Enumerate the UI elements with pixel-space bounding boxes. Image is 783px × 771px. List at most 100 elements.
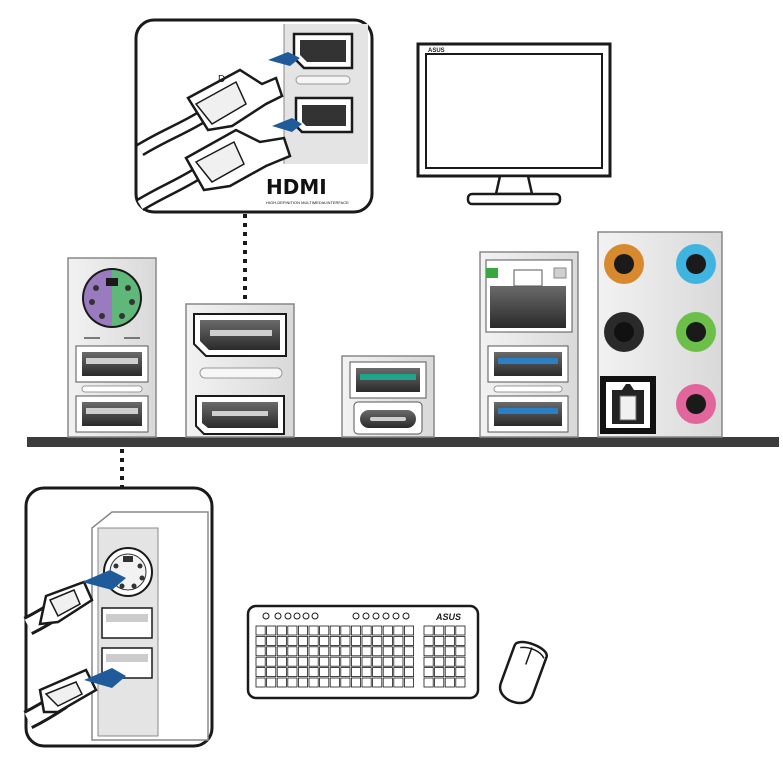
keyboard-key <box>403 625 414 636</box>
keyboard-key <box>455 636 466 646</box>
keyboard-key <box>382 636 393 646</box>
keyboard-key <box>434 656 445 667</box>
keyboard-key <box>350 625 361 636</box>
audio-jack-blue <box>676 244 716 284</box>
keyboard-key <box>308 625 319 636</box>
keyboard-key <box>319 625 330 636</box>
keyboard-key <box>308 656 319 667</box>
keyboard-key <box>255 646 266 657</box>
keyboard-key <box>372 656 383 667</box>
arrow-icon <box>82 570 126 590</box>
keyboard-key <box>297 667 308 677</box>
keyboard-key <box>297 625 308 636</box>
callout-usb-socket <box>101 607 153 639</box>
keyboard-key <box>287 667 298 677</box>
audio-jack-orange <box>604 244 644 284</box>
keyboard-key <box>276 636 287 646</box>
monitor-brand: ASUS <box>428 48 445 54</box>
keyboard-key <box>308 667 319 677</box>
usb-a-usb-c-port-stack <box>341 355 435 438</box>
keyboard-key <box>287 636 298 646</box>
keyboard-key <box>287 646 298 657</box>
keyboard-key <box>455 656 466 667</box>
keyboard-key <box>255 656 266 667</box>
keyboard-key <box>361 625 372 636</box>
keyboard-key <box>361 646 372 657</box>
keyboard-key <box>297 677 308 688</box>
keyboard-key <box>287 625 298 636</box>
keyboard-key <box>403 636 414 646</box>
keyboard-key <box>276 656 287 667</box>
keyboard-key <box>297 646 308 657</box>
ps2-usb-callout <box>23 486 214 748</box>
keyboard-key <box>319 636 330 646</box>
keyboard-key <box>423 667 434 677</box>
keyboard-key <box>455 667 466 677</box>
keyboard-key <box>434 646 445 657</box>
keyboard-key <box>423 636 434 646</box>
keyboard-key <box>266 677 277 688</box>
keyboard-key <box>287 656 298 667</box>
keyboard-key <box>393 625 404 636</box>
keyboard-brand: ASUS <box>435 612 461 622</box>
keyboard-key <box>255 625 266 636</box>
keyboard-key <box>444 636 455 646</box>
keyboard-key <box>255 677 266 688</box>
keyboard-key <box>423 646 434 657</box>
keyboard-key <box>266 625 277 636</box>
keyboard-key <box>340 636 351 646</box>
keyboard-key <box>266 646 277 657</box>
keyboard-key <box>340 656 351 667</box>
keyboard-key <box>340 677 351 688</box>
optical-spdif-port <box>600 376 656 434</box>
keyboard-key <box>372 677 383 688</box>
arrow-icon <box>84 668 126 688</box>
keyboard-key <box>350 677 361 688</box>
keyboard-key <box>266 667 277 677</box>
usb2-port <box>75 395 149 433</box>
keyboard-key <box>329 667 340 677</box>
keyboard-key <box>372 625 383 636</box>
keyboard-key <box>382 667 393 677</box>
keyboard-key <box>444 656 455 667</box>
displayport-port <box>193 313 287 357</box>
mouse-icon <box>498 640 548 705</box>
keyboard-key <box>361 667 372 677</box>
keyboard-key <box>319 646 330 657</box>
keyboard-key <box>276 625 287 636</box>
keyboard-key <box>444 646 455 657</box>
hdmi-tagline: HIGH-DEFINITION MULTIMEDIA INTERFACE <box>266 200 349 205</box>
keyboard-key <box>350 636 361 646</box>
keyboard-key <box>393 677 404 688</box>
keyboard-key <box>266 636 277 646</box>
keyboard-key <box>361 656 372 667</box>
keyboard-key <box>423 656 434 667</box>
ethernet-port <box>485 259 573 333</box>
keyboard-keys <box>255 625 466 688</box>
keyboard-key <box>434 667 445 677</box>
keyboard-key <box>393 667 404 677</box>
keyboard-key <box>372 636 383 646</box>
keyboard-key <box>372 646 383 657</box>
keyboard-key <box>287 677 298 688</box>
ps2-cable <box>23 580 94 635</box>
keyboard-key <box>350 667 361 677</box>
hdmi-port <box>195 395 285 435</box>
keyboard-key <box>434 677 445 688</box>
keyboard-key <box>434 636 445 646</box>
keyboard-key <box>266 656 277 667</box>
keyboard-key <box>403 646 414 657</box>
usb2-port <box>75 345 149 383</box>
keyboard-key <box>329 636 340 646</box>
keyboard-key <box>329 677 340 688</box>
keyboard-key <box>403 667 414 677</box>
usb3-blue-port <box>487 345 569 383</box>
keyboard-key <box>423 677 434 688</box>
keyboard-key <box>276 677 287 688</box>
keyboard-key <box>444 667 455 677</box>
keyboard-key <box>276 646 287 657</box>
keyboard-key <box>382 656 393 667</box>
keyboard-key <box>434 625 445 636</box>
ps2-combo-port <box>82 268 142 328</box>
